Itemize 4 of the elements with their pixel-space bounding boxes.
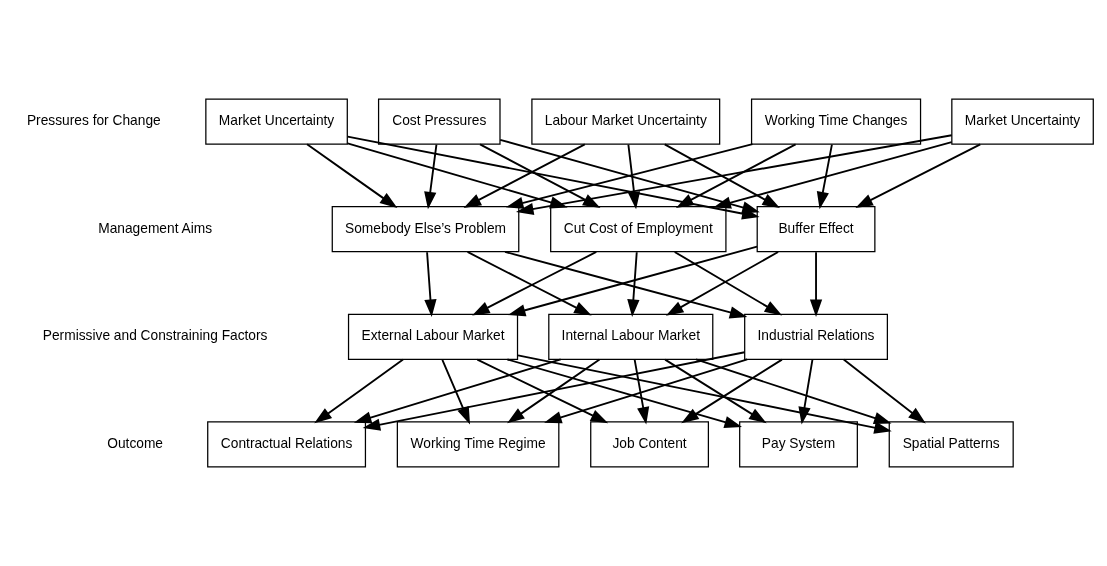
label: Pressures for Change bbox=[26, 113, 161, 129]
label: Permissive and Constraining Factors bbox=[42, 328, 268, 344]
label: Management Aims bbox=[98, 220, 213, 236]
label: Outcome bbox=[107, 435, 164, 451]
